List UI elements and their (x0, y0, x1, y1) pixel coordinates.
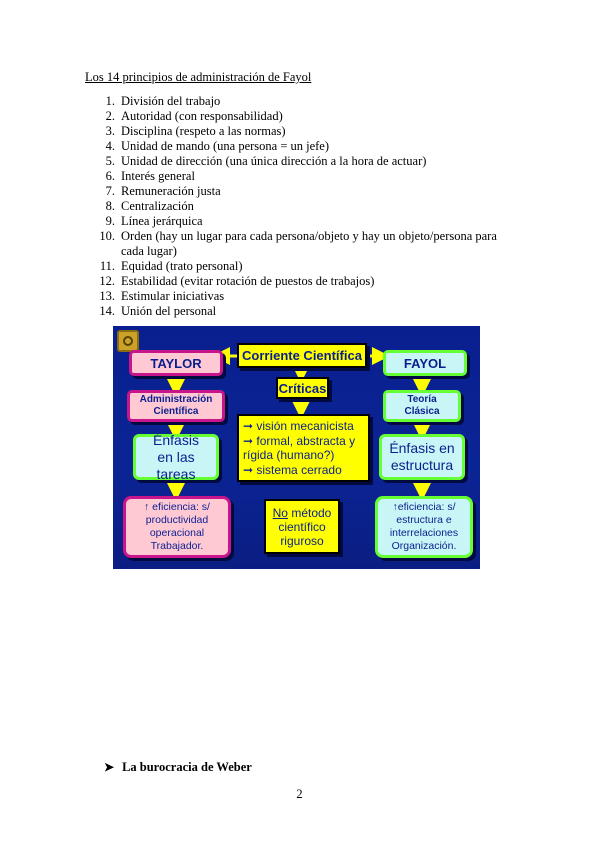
fayol-eficiencia-box: ↑eficiencia: s/ estructura e interrelaci… (375, 496, 473, 558)
list-number: 10. (99, 229, 115, 243)
list-item: 9. Línea jerárquica (106, 214, 521, 229)
no-metodo-box: No método científico riguroso (264, 499, 340, 554)
list-number: 12. (99, 274, 115, 288)
list-text: Interés general (121, 169, 195, 183)
emblem-icon (117, 330, 139, 352)
list-number: 7. (105, 184, 115, 198)
principles-list: 1. División del trabajo 2. Autoridad (con … (99, 94, 521, 319)
list-text: Autoridad (con responsabilidad) (121, 109, 283, 123)
list-item: 3. Disciplina (respeto a las normas) (106, 124, 521, 139)
list-text: Centralización (121, 199, 194, 213)
list-text: Disciplina (respeto a las normas) (121, 124, 286, 138)
arrow-right-icon: ➞ (243, 462, 257, 477)
list-item: 1. División del trabajo (106, 94, 521, 109)
list-item: 10. Orden (hay un lugar para cada persona… (99, 229, 521, 259)
taylor-fayol-diagram: TAYLOR Corriente Científica FAYOL Crític… (113, 326, 480, 569)
critica-item: ➞ formal, abstracta y rígida (humano?) (243, 433, 356, 463)
list-item: 7. Remuneración justa (106, 184, 521, 199)
list-text: Unidad de mando (una persona = un jefe) (121, 139, 330, 153)
list-text: Unión del personal (121, 304, 217, 318)
list-item: 8. Centralización (106, 199, 521, 214)
list-item: 6. Interés general (106, 169, 521, 184)
list-number: 6. (105, 169, 115, 183)
list-item: 13. Estimular iniciativas (99, 289, 521, 304)
administracion-cientifica-box: Administración Científica (127, 390, 225, 422)
list-text: Estimular iniciativas (121, 289, 225, 303)
list-number: 5. (105, 154, 115, 168)
connector-arrows (167, 347, 431, 501)
list-number: 11. (99, 259, 115, 273)
list-number: 4. (105, 139, 115, 153)
taylor-label: TAYLOR (129, 350, 223, 376)
arrowhead-bullet-icon: ➤ (104, 760, 115, 774)
list-item: 4. Unidad de mando (una persona = un jefe… (106, 139, 521, 154)
section-title-text: La burocracia de Weber (122, 760, 252, 774)
arrow-right-icon: ➞ (243, 419, 257, 433)
list-text: Equidad (trato personal) (121, 259, 243, 273)
list-number: 8. (105, 199, 115, 213)
list-number: 1. (105, 94, 115, 108)
list-item: 5. Unidad de dirección (una única direcci… (106, 154, 521, 169)
section-title-weber: ➤ La burocracia de Weber (104, 760, 252, 775)
list-number: 3. (105, 124, 115, 138)
enfasis-estructura-box: Énfasis en estructura (379, 434, 465, 480)
criticas-list-box: ➞ visión mecanicista ➞ formal, abstracta… (237, 414, 370, 482)
fayol-label: FAYOL (383, 350, 467, 376)
list-item: 2. Autoridad (con responsabilidad) (106, 109, 521, 124)
critica-item: ➞ sistema cerrado (243, 462, 342, 477)
enfasis-tareas-box: Énfasis en las tareas (133, 432, 219, 482)
list-text: División del trabajo (121, 94, 221, 108)
section-heading: Los 14 principios de administración de F… (85, 70, 312, 84)
arrow-right-icon: ➞ (243, 433, 257, 448)
list-item: 11. Equidad (trato personal) (100, 259, 521, 274)
list-text: Estabilidad (evitar rotación de puestos … (121, 274, 375, 288)
list-text: Remuneración justa (121, 184, 221, 198)
list-item: 14. Unión del personal (99, 304, 521, 319)
no-word: No (272, 506, 288, 520)
list-number: 14. (99, 304, 115, 318)
no-metodo-rest: método científico riguroso (278, 506, 332, 548)
criticas-label: Críticas (276, 377, 329, 399)
taylor-eficiencia-box: ↑ eficiencia: s/ productividad operacion… (123, 496, 231, 558)
list-text: Orden (hay un lugar para cada persona/ob… (121, 229, 497, 258)
page-number: 2 (296, 787, 303, 801)
list-number: 9. (105, 214, 115, 228)
corriente-cientifica-label: Corriente Científica (237, 343, 367, 368)
list-number: 13. (99, 289, 115, 303)
critica-item: ➞ visión mecanicista (243, 419, 354, 433)
list-text: Unidad de dirección (una única dirección… (121, 154, 427, 168)
teoria-clasica-box: Teoría Clásica (383, 390, 461, 422)
list-text: Línea jerárquica (121, 214, 203, 228)
list-item: 12. Estabilidad (evitar rotación de puest… (99, 274, 521, 289)
list-number: 2. (105, 109, 115, 123)
